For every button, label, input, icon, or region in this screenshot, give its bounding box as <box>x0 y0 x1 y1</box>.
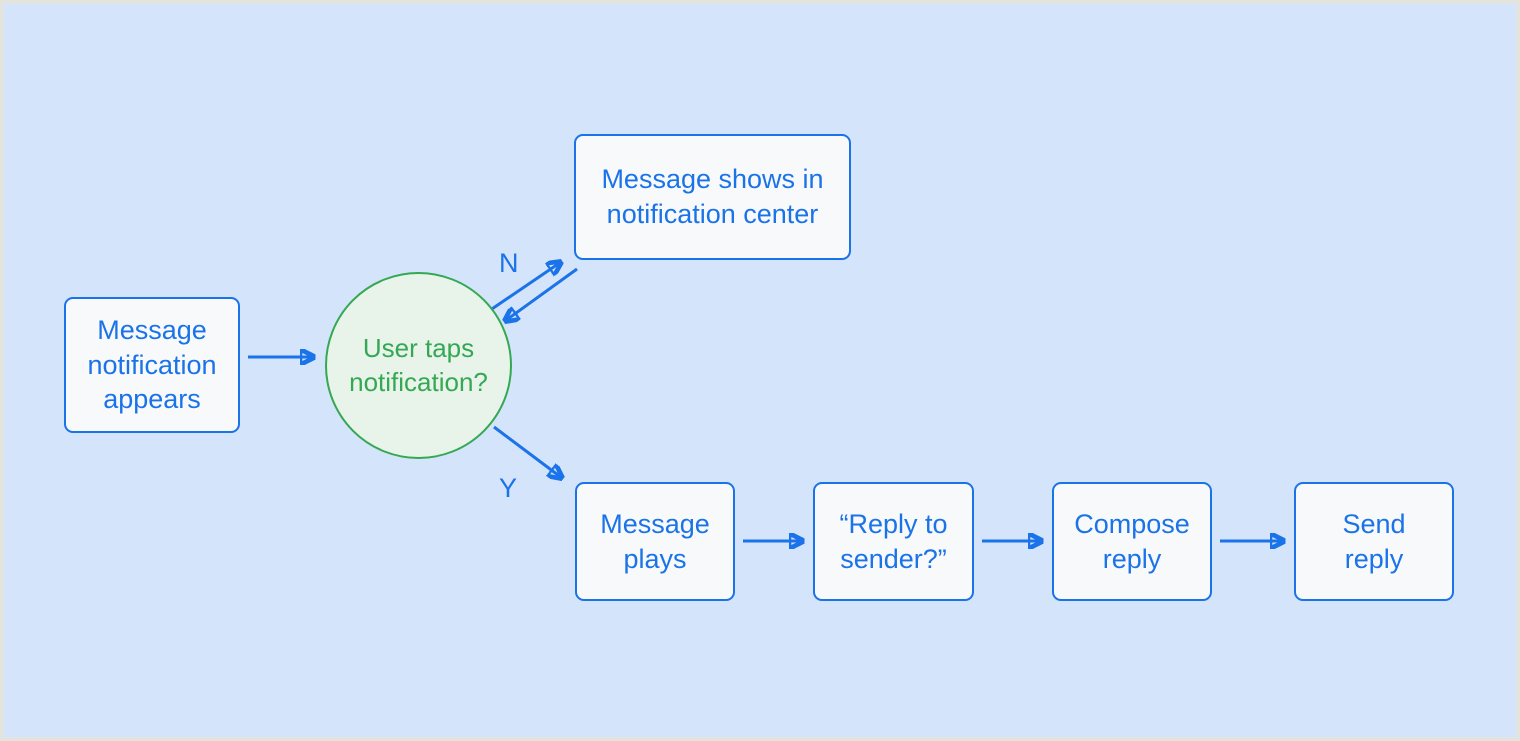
diagram-canvas: Message notification appears User taps n… <box>4 4 1516 737</box>
node-message-plays[interactable]: Message plays <box>575 482 735 601</box>
node-send-reply[interactable]: Send reply <box>1294 482 1454 601</box>
node-message-notification-appears[interactable]: Message notification appears <box>64 297 240 433</box>
node-compose-reply[interactable]: Compose reply <box>1052 482 1212 601</box>
branch-label-n: N <box>499 248 519 278</box>
node-reply-to-sender[interactable]: “Reply to sender?” <box>813 482 974 601</box>
branch-label-y: Y <box>499 473 518 503</box>
node-message-shows-in-notification-center[interactable]: Message shows in notification center <box>574 134 851 260</box>
connector-decision-yes <box>493 425 562 478</box>
node-user-taps-notification[interactable]: User taps notification? <box>325 272 512 459</box>
connector-decision-no <box>482 262 561 317</box>
